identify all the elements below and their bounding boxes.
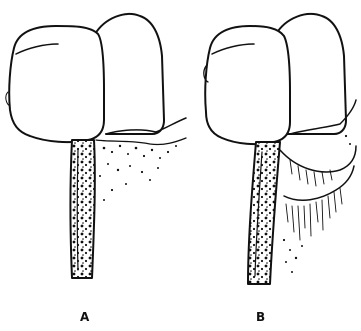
panel-a-bone-stipple [99, 145, 177, 201]
panel-b-drawing [204, 14, 356, 284]
panel-a-gum-line [106, 118, 186, 134]
panel-a-drawing [6, 14, 186, 278]
panel-b-label: B [256, 310, 266, 324]
panel-b-bone-stipple [283, 135, 351, 273]
panel-a-label: A [80, 310, 90, 324]
panel-b-root [248, 142, 280, 284]
panel-a-root [71, 140, 95, 278]
panel-a-back-tooth-crown [95, 14, 164, 134]
